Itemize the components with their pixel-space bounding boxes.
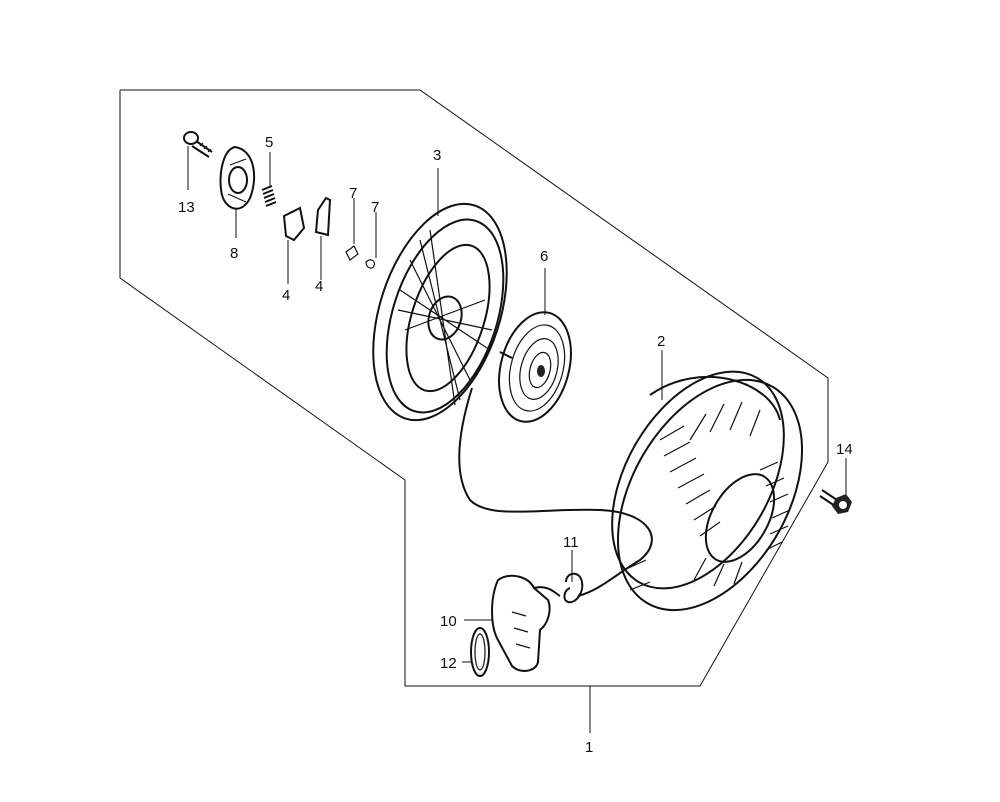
- flange-bolt-14: [819, 489, 852, 514]
- assembly-outline: [119, 89, 829, 687]
- ratchet-plate-8: [219, 145, 256, 210]
- callout-14: 14: [836, 441, 853, 458]
- callout-2: 2: [657, 333, 665, 350]
- callout-7b: 7: [371, 199, 379, 216]
- starter-grip-10: [491, 574, 561, 672]
- ratchet-4b: [314, 196, 332, 237]
- callout-13: 13: [178, 199, 195, 216]
- callout-3: 3: [433, 147, 441, 164]
- bolt-13: [183, 131, 213, 158]
- callout-7a: 7: [349, 185, 357, 202]
- recoil-spring-6: [498, 311, 572, 423]
- starter-rope: [458, 387, 653, 597]
- callout-12: 12: [440, 655, 457, 672]
- rope-holder-11: [563, 572, 584, 604]
- callout-8: 8: [230, 245, 238, 262]
- callout-10: 10: [440, 613, 457, 630]
- callout-5: 5: [265, 134, 273, 151]
- spring-5: [261, 185, 277, 207]
- reel-3: [372, 202, 508, 422]
- ratchet-4a: [282, 206, 306, 242]
- starter-case-2: [611, 370, 804, 612]
- callout-4a: 4: [282, 287, 290, 304]
- callout-6: 6: [540, 248, 548, 265]
- spring-clips-7: [345, 245, 375, 269]
- grip-insert-12: [470, 627, 490, 677]
- callout-11: 11: [563, 534, 579, 551]
- callout-1: 1: [585, 739, 593, 756]
- callout-4b: 4: [315, 278, 323, 295]
